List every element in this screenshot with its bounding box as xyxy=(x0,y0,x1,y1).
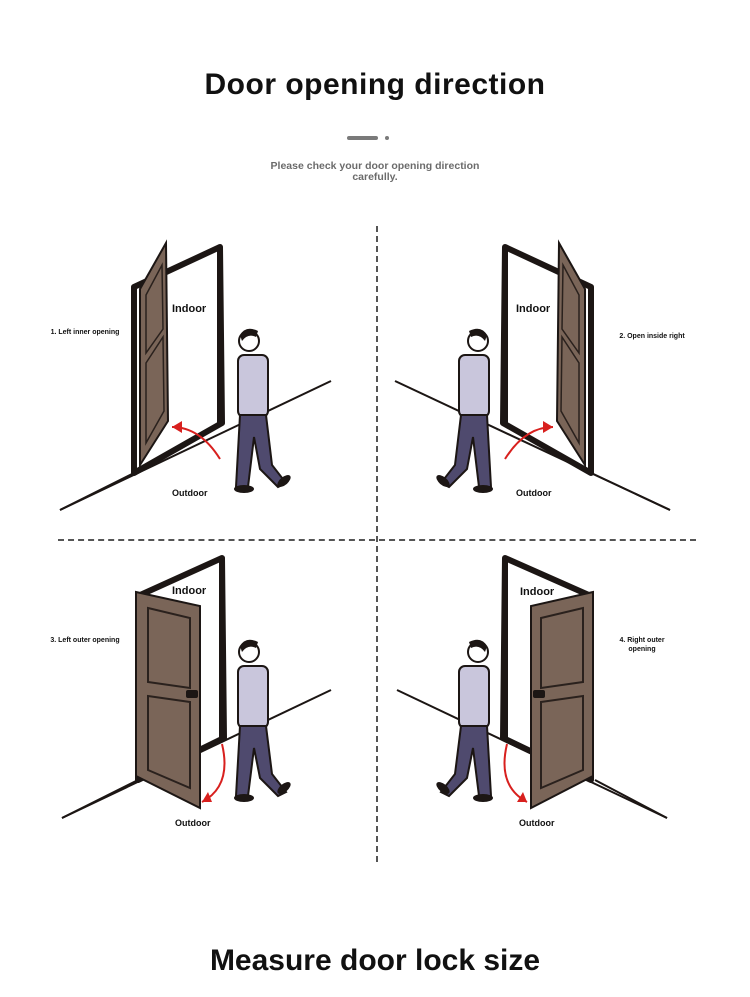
door-diagram-left-outer xyxy=(61,555,332,819)
panel-caption: 1. Left inner opening xyxy=(50,329,120,336)
panel-right-outer-opening: Indoor Outdoor 4. Right outer opening xyxy=(385,548,703,866)
horizontal-separator xyxy=(58,539,696,541)
page-subtitle: Please check your door opening direction… xyxy=(270,160,480,183)
indoor-label: Indoor xyxy=(172,303,207,315)
door-diagram-right-outer xyxy=(396,555,668,819)
outdoor-label: Outdoor xyxy=(172,488,208,498)
panel-left-inner-opening: Indoor Outdoor 1. Left inner opening xyxy=(50,225,368,543)
panel-caption: 3. Left outer opening xyxy=(50,637,120,644)
section-title-measure: Measure door lock size xyxy=(209,944,541,977)
indoor-label: Indoor xyxy=(172,585,207,597)
indoor-label: Indoor xyxy=(516,303,551,315)
outdoor-label: Outdoor xyxy=(175,818,211,828)
person-icon xyxy=(234,328,291,493)
panel-open-inside-right: Indoor Outdoor 2. Open inside right xyxy=(385,225,703,543)
outdoor-label: Outdoor xyxy=(516,488,552,498)
panel-left-outer-opening: Indoor Outdoor 3. Left outer opening xyxy=(50,548,368,866)
person-icon xyxy=(234,639,291,802)
vertical-separator xyxy=(376,226,378,862)
title-divider-dot xyxy=(385,136,389,140)
door-diagram-right-inner xyxy=(394,239,671,511)
page-title: Door opening direction xyxy=(204,68,546,101)
door-diagram-left-inner xyxy=(59,239,332,511)
panel-caption: 4. Right outer opening xyxy=(619,637,665,653)
panel-caption: 2. Open inside right xyxy=(619,333,685,340)
person-icon xyxy=(436,639,493,802)
outdoor-label: Outdoor xyxy=(519,818,555,828)
indoor-label: Indoor xyxy=(520,586,555,598)
title-divider xyxy=(347,136,378,140)
person-icon xyxy=(436,328,493,493)
